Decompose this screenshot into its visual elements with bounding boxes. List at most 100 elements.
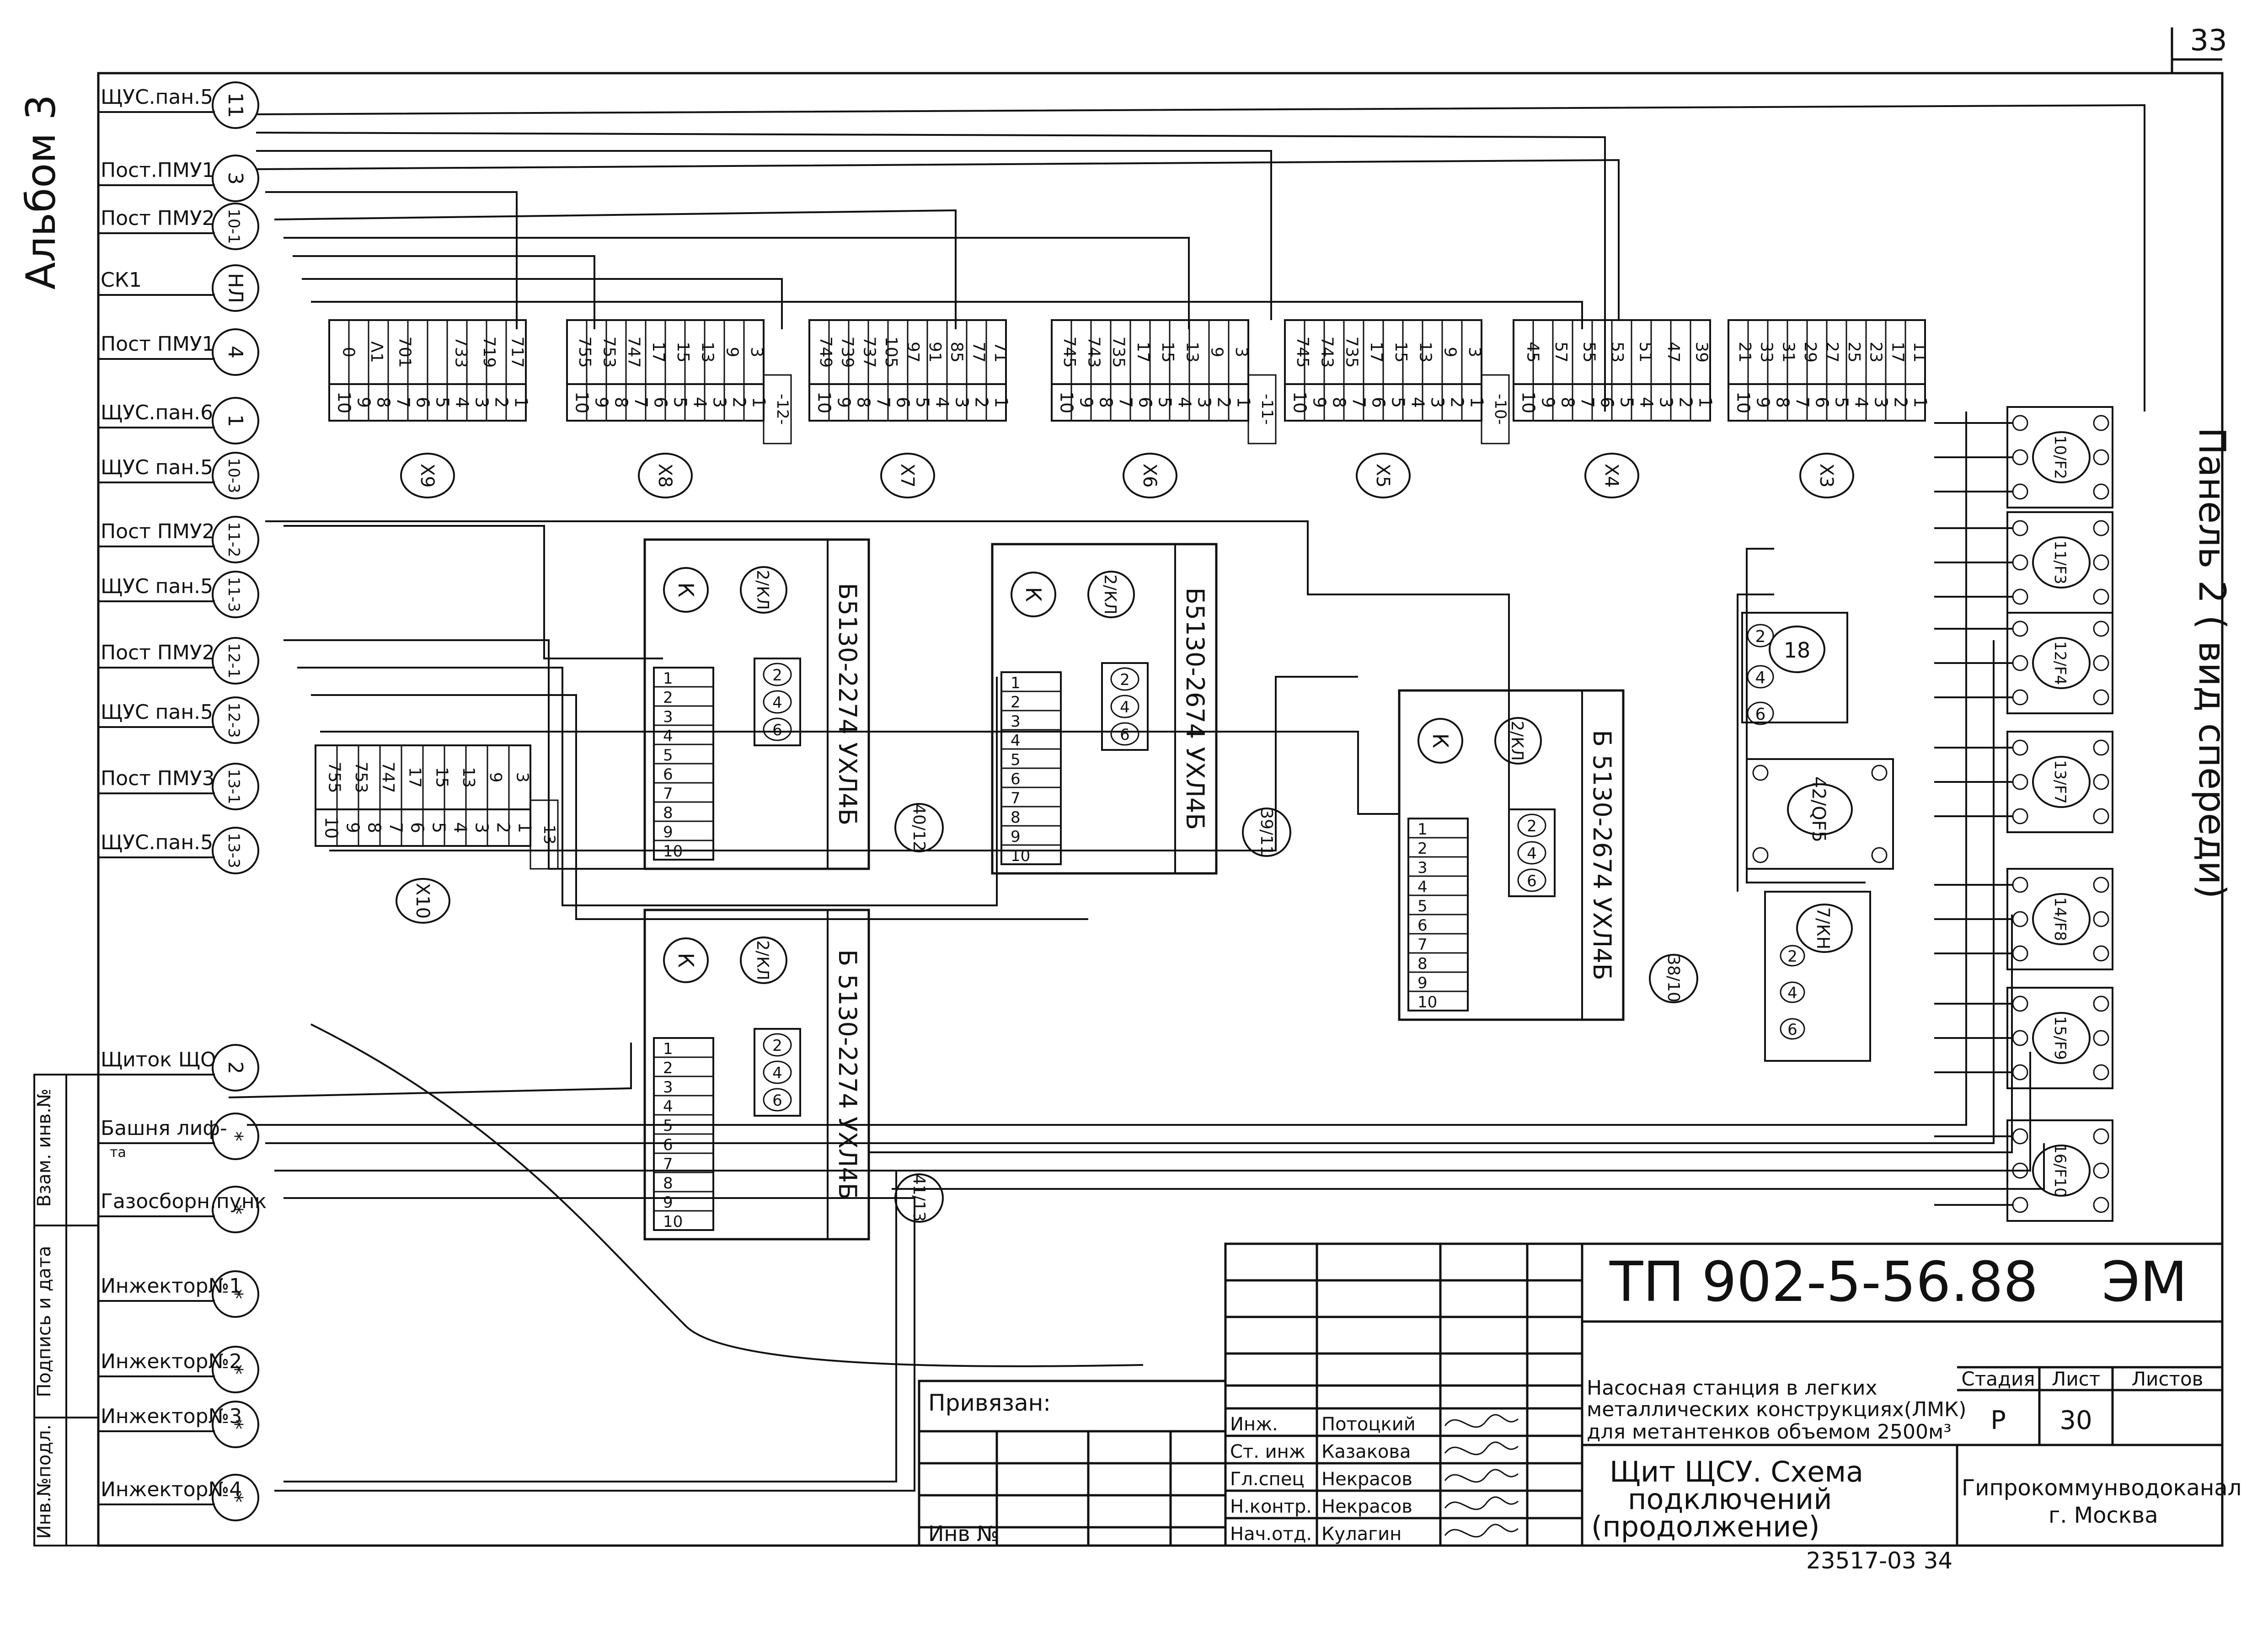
relay-pin-label: 9 xyxy=(663,823,673,841)
relay-sheet-ref: 39/11 xyxy=(1257,808,1276,856)
terminal-top-label: 745 xyxy=(1060,337,1079,368)
relay-pin-label: 4 xyxy=(663,1097,673,1116)
terminal-bottom-label: 9 xyxy=(354,397,374,408)
terminal-top-label: 753 xyxy=(352,762,370,793)
relay-pin-label: 9 xyxy=(1011,828,1021,846)
left-ref-circle xyxy=(212,696,259,744)
left-ref-20: Инжектор№4* xyxy=(98,1474,259,1521)
left-ref-label: Щиток ЩО xyxy=(101,1048,216,1071)
terminal-block-id: X8 xyxy=(654,464,675,488)
terminal-bottom-label: 5 xyxy=(1388,397,1408,408)
terminal-bottom-label: 2 xyxy=(1214,397,1234,408)
relay-contact-label: 6 xyxy=(772,1092,782,1110)
relay-pin-label: 9 xyxy=(1418,974,1428,992)
terminal-bottom-label: 8 xyxy=(611,397,631,408)
relay-contact-label: 4 xyxy=(772,1064,782,1082)
terminal-bottom-label: 8 xyxy=(1773,397,1793,408)
left-ref-circle xyxy=(212,397,259,444)
terminal-bottom-label: 9 xyxy=(592,397,612,408)
terminal-block-id: X9 xyxy=(417,464,438,488)
device-kn-label: 7/КН xyxy=(1813,907,1833,950)
terminal-bottom-label: 8 xyxy=(1558,397,1578,408)
terminal-top-label: 105 xyxy=(882,337,900,368)
terminal-top-label: 755 xyxy=(325,762,343,793)
terminal-block-tag xyxy=(400,453,455,498)
terminal-bottom-label: 10 xyxy=(1290,391,1310,413)
terminal-block-id: X4 xyxy=(1601,464,1622,488)
terminal-bottom-label: 2 xyxy=(492,397,512,408)
terminal-bottom-label: 4 xyxy=(1851,397,1872,408)
terminal-bottom-label: 9 xyxy=(1753,397,1773,408)
device-18-contact-3: 6 xyxy=(1747,701,1774,725)
device-kn: 7/КН 2 4 6 xyxy=(1764,891,1871,1062)
terminal-top-label: 97 xyxy=(904,342,922,363)
left-ref-label: Инжектор№2 xyxy=(101,1350,242,1373)
terminal-top-label: 25 xyxy=(1845,342,1863,363)
side-stamp-frame xyxy=(33,1074,99,1546)
fuse-label: 13/F7 xyxy=(2051,760,2069,804)
doc-code: ТП 902-5-56.88 xyxy=(1609,1251,2038,1314)
terminal-block-tag xyxy=(396,878,450,924)
terminal-bottom-label: 4 xyxy=(450,822,471,833)
bound-label: Привязан: xyxy=(928,1390,1051,1416)
terminal-bottom-label: 1 xyxy=(749,397,769,408)
left-ref-circle xyxy=(212,1474,259,1521)
relay-pin-label: 1 xyxy=(663,1040,673,1058)
relay-pin-label: 10 xyxy=(1011,847,1030,865)
terminal-top-label: 15 xyxy=(674,342,692,363)
terminal-bottom-label: 5 xyxy=(1617,397,1637,408)
object-line-3: для метантенков объемом 2500м³ xyxy=(1587,1420,1952,1444)
relay-pin-label: 3 xyxy=(1011,712,1021,731)
relay-pin-label: 8 xyxy=(663,1174,673,1193)
left-ref-number: 2 xyxy=(224,1061,247,1074)
relay-pin-label: 6 xyxy=(663,765,673,784)
signature-row-5: Нач.отд.Кулагин xyxy=(1230,1524,1519,1545)
relay-type: Б5130-2674 УХЛ4Б xyxy=(1181,588,1209,830)
left-ref-18: Инжектор№2* xyxy=(98,1346,259,1393)
left-ref-number: * xyxy=(224,1131,247,1141)
left-ref-circle xyxy=(212,637,259,685)
org-line-2: г. Москва xyxy=(2049,1503,2158,1528)
relay-pin-label: 4 xyxy=(1011,732,1021,750)
terminal-bottom-label: 3 xyxy=(710,397,730,408)
relay-pin-label: 5 xyxy=(663,746,673,765)
sheet-value: 30 xyxy=(2059,1406,2092,1435)
header-sheet: Лист xyxy=(2052,1368,2100,1390)
terminal-bottom-label: 2 xyxy=(493,822,514,833)
left-ref-17: Инжектор№1* xyxy=(98,1270,259,1318)
device-18-contact-2: 4 xyxy=(1747,665,1774,689)
terminal-block-sheet-tag: -11- xyxy=(1258,394,1276,425)
terminal-bottom-label: 4 xyxy=(690,397,710,408)
left-ref-circle xyxy=(212,571,259,618)
relay-pin-label: 5 xyxy=(1418,897,1428,915)
signature-mark xyxy=(1444,1496,1519,1510)
terminal-bottom-label: 2 xyxy=(972,397,992,408)
relay-pin-label: 7 xyxy=(1011,789,1021,808)
terminal-bottom-label: 4 xyxy=(932,397,952,408)
terminal-top-label: 743 xyxy=(1318,337,1337,368)
left-ref-label: Инжектор№3 xyxy=(101,1405,242,1428)
left-ref-circle xyxy=(212,1113,259,1160)
signature-mark xyxy=(1444,1469,1519,1483)
terminal-top-label: 13 xyxy=(1183,342,1202,363)
terminal-top-label: 735 xyxy=(1342,337,1361,368)
left-ref-label: Пост ПМУ2 xyxy=(101,520,215,543)
device-18-contact-1-label: 2 xyxy=(1755,627,1766,646)
left-ref-circle xyxy=(212,81,259,129)
terminal-bottom-label: 5 xyxy=(433,397,453,408)
terminal-top-label: 733 xyxy=(451,337,470,368)
relay-pin-label: 10 xyxy=(663,1213,683,1231)
terminal-bottom-label: 10 xyxy=(334,391,354,413)
terminal-block-tag xyxy=(638,453,693,498)
device-18-contact-2-label: 4 xyxy=(1755,669,1766,687)
fuse-label: 16/F10 xyxy=(2051,1144,2069,1198)
terminal-block-tag xyxy=(1799,453,1854,498)
relay-pin-label: 7 xyxy=(663,1155,673,1173)
signature-name: Казакова xyxy=(1321,1441,1411,1462)
relay-pin-label: 2 xyxy=(1011,693,1021,712)
